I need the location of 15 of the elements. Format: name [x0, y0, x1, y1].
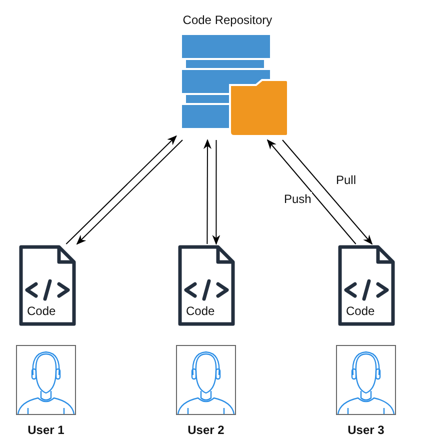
user-name: User 2: [186, 423, 226, 437]
user-name: User 1: [26, 423, 66, 437]
arrow: [266, 139, 356, 244]
file-label: Code: [27, 304, 56, 318]
user-name: User 3: [346, 423, 386, 437]
arrow: [76, 140, 183, 245]
edge-label: Push: [283, 192, 312, 206]
arrow: [203, 139, 212, 244]
edge-label: Pull: [335, 173, 358, 187]
file-label: Code: [346, 304, 375, 318]
repository-label: Code Repository: [182, 13, 274, 27]
arrow: [282, 140, 373, 245]
arrow: [66, 135, 177, 244]
file-label: Code: [186, 304, 215, 318]
arrow: [212, 140, 220, 245]
